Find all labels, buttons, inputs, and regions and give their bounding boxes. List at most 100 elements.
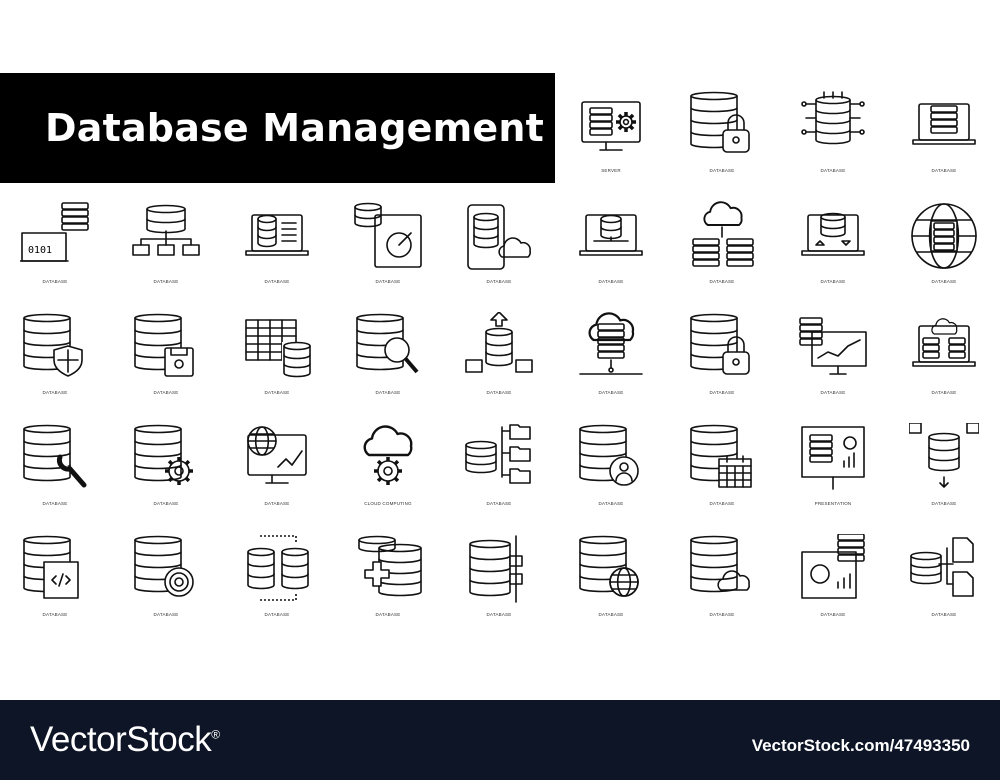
icon-label: DATABASE: [598, 390, 624, 395]
icon-tile: DATABASE: [227, 201, 327, 301]
icon-label: DATABASE: [264, 612, 290, 617]
database-upload-icon: [465, 312, 533, 373]
database-lock-icon: [690, 91, 750, 153]
icon-label: DATABASE: [931, 501, 957, 506]
icon-tile: DATABASE: [227, 423, 327, 523]
svg-text:0101: 0101: [28, 245, 52, 256]
icon-label: DATABASE: [42, 279, 68, 284]
presentation-board-icon: [801, 426, 865, 490]
icon-label: DATABASE: [931, 168, 957, 173]
icon-label: DATABASE: [486, 279, 512, 284]
icon-label: DATABASE: [375, 390, 401, 395]
icon-tile: DATABASE: [672, 423, 772, 523]
database-laptop-icon: [912, 103, 976, 145]
icon-label: DATABASE: [153, 279, 179, 284]
icon-label: DATABASE: [598, 279, 624, 284]
icon-tile: DATABASE: [5, 534, 105, 634]
title-banner: Database Management: [0, 73, 555, 183]
icon-tile: DATABASE: [561, 423, 661, 523]
icon-label: DATABASE: [931, 390, 957, 395]
icon-tile: DATABASE: [5, 312, 105, 412]
database-analytics-monitor-icon: [799, 317, 867, 375]
icon-tile: DATABASE: [672, 90, 772, 190]
icon-tile: DATABASE: [561, 201, 661, 301]
icon-tile: DATABASE: [894, 534, 994, 634]
database-cloud-icon: [690, 535, 750, 593]
icon-tile: DATABASE: [561, 312, 661, 412]
database-sync-laptop-icon: [801, 212, 865, 256]
icon-label: DATABASE: [264, 390, 290, 395]
database-code-icon: [23, 535, 79, 599]
icon-tile: DATABASE: [338, 201, 438, 301]
icon-tile: DATABASE: [116, 423, 216, 523]
icon-tile: DATABASE: [672, 534, 772, 634]
icon-tile: PRESENTATION: [783, 423, 883, 523]
icon-tile: DATABASE: [449, 423, 549, 523]
database-folders-icon: [465, 424, 531, 484]
icon-tile: DATABASE: [449, 534, 549, 634]
database-transfer-icon: [247, 535, 309, 601]
icon-label: DATABASE: [709, 612, 735, 617]
database-table-icon: [245, 319, 312, 378]
icon-tile: DATABASE: [338, 534, 438, 634]
server-monitor-gear-icon: [581, 101, 641, 151]
database-mobile-cloud-icon: [467, 204, 531, 270]
icon-tile: DATABASE: [449, 201, 549, 301]
icon-label: DATABASE: [709, 279, 735, 284]
registered-mark: ®: [211, 727, 220, 742]
database-add-icon: [358, 535, 422, 597]
icon-tile: DATABASE: [116, 312, 216, 412]
icon-tile: DATABASE: [227, 312, 327, 412]
cloud-gear-icon: [363, 425, 413, 485]
database-globe-icon: [911, 203, 977, 269]
globe-monitor-icon: [247, 426, 307, 484]
icon-tile: DATABASE: [561, 534, 661, 634]
icon-tile: DATABASE: [338, 312, 438, 412]
icon-tile: CLOUD COMPUTING: [338, 423, 438, 523]
icon-label: DATABASE: [375, 279, 401, 284]
icon-tile: DATABASE: [783, 534, 883, 634]
icon-tile: DATABASE: [672, 201, 772, 301]
icon-tile: DATABASE: [783, 201, 883, 301]
database-hierarchy-icon: [132, 204, 200, 256]
icon-label: SERVER: [601, 168, 621, 173]
database-network-laptop-icon: [579, 214, 643, 256]
icon-tile: DATABASE: [449, 312, 549, 412]
database-globe-small-icon: [579, 535, 639, 597]
database-cloud-network-icon: [692, 201, 754, 267]
brand-name: VectorStock: [30, 720, 212, 759]
icon-label: DATABASE: [820, 612, 846, 617]
icon-label: DATABASE: [931, 279, 957, 284]
icon-label: DATABASE: [820, 390, 846, 395]
icon-label: DATABASE: [598, 501, 624, 506]
icon-label: DATABASE: [709, 390, 735, 395]
icon-label: DATABASE: [598, 612, 624, 617]
icon-label: DATABASE: [153, 390, 179, 395]
database-binary-laptop-icon: 0101: [20, 202, 89, 262]
icon-label: DATABASE: [153, 612, 179, 617]
icon-label: PRESENTATION: [814, 501, 852, 506]
icon-tile: DATABASE: [5, 423, 105, 523]
icon-label: DATABASE: [820, 279, 846, 284]
icon-label: DATABASE: [709, 168, 735, 173]
database-circuit-icon: [801, 91, 865, 145]
icon-label: DATABASE: [486, 501, 512, 506]
brand-logo: VectorStock®: [30, 720, 220, 760]
database-disc-icon: [134, 535, 194, 597]
page-title: Database Management: [45, 106, 544, 150]
footer-bar: VectorStock® VectorStock.com/47493350: [0, 700, 1000, 780]
icon-tile: DATABASE: [116, 201, 216, 301]
icon-tile: DATABASE: [783, 312, 883, 412]
database-files-icon: [910, 537, 974, 597]
database-floppy-icon: [134, 313, 194, 377]
database-cloud-laptop-icon: [912, 318, 976, 367]
icon-label: DATABASE: [820, 168, 846, 173]
database-search-icon: [356, 313, 419, 374]
database-user-icon: [579, 424, 639, 486]
icon-label: DATABASE: [375, 612, 401, 617]
icon-label: DATABASE: [264, 279, 290, 284]
icon-label: DATABASE: [264, 501, 290, 506]
icon-label: DATABASE: [486, 390, 512, 395]
icon-tile: SERVER: [561, 90, 661, 190]
icon-label: DATABASE: [153, 501, 179, 506]
